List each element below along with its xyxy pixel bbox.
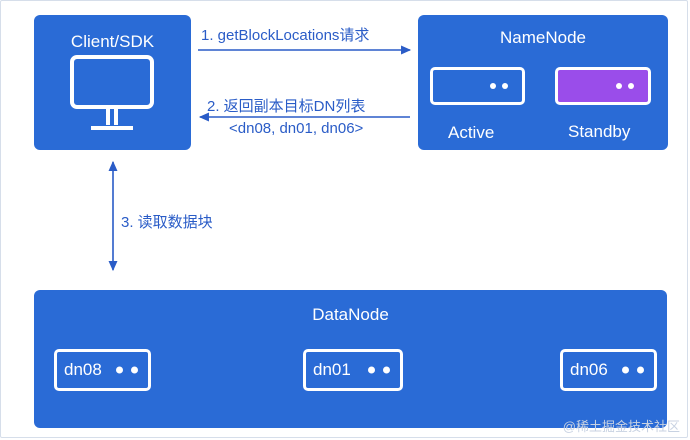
namenode-panel: NameNode Active Standby bbox=[418, 15, 668, 150]
client-sdk-panel: Client/SDK bbox=[34, 15, 191, 150]
indicator-dot-icon bbox=[637, 366, 644, 374]
client-sdk-title: Client/SDK bbox=[70, 32, 155, 51]
step2-label: 2. 返回副本目标DN列表 bbox=[207, 98, 366, 115]
indicator-dot-icon bbox=[628, 83, 634, 89]
indicator-dot-icon bbox=[502, 83, 508, 89]
watermark: @稀土掘金技术社区 bbox=[562, 419, 680, 434]
namenode-title: NameNode bbox=[500, 28, 586, 47]
indicator-dot-icon bbox=[368, 366, 375, 374]
datanode-server-dn08: dn08 bbox=[54, 349, 151, 391]
step1-label: 1. getBlockLocations请求 bbox=[201, 27, 370, 44]
datanode-title: DataNode bbox=[312, 305, 389, 324]
datanode-label: dn01 bbox=[313, 360, 351, 379]
active-server-icon bbox=[430, 67, 525, 105]
standby-label: Standby bbox=[568, 122, 631, 141]
datanode-label: dn08 bbox=[64, 360, 102, 379]
indicator-dot-icon bbox=[383, 366, 390, 374]
datanode-label: dn06 bbox=[570, 360, 608, 379]
datanode-panel: DataNode dn08 dn01 dn06 bbox=[34, 290, 667, 428]
indicator-dot-icon bbox=[490, 83, 496, 89]
monitor-icon bbox=[70, 55, 154, 130]
standby-server-icon bbox=[555, 67, 651, 105]
step3-label: 3. 读取数据块 bbox=[121, 214, 213, 231]
indicator-dot-icon bbox=[116, 366, 123, 374]
datanode-server-dn06: dn06 bbox=[560, 349, 657, 391]
indicator-dot-icon bbox=[622, 366, 629, 374]
datanode-server-dn01: dn01 bbox=[303, 349, 403, 391]
step2-datanode-list: <dn08, dn01, dn06> bbox=[229, 120, 364, 137]
indicator-dot-icon bbox=[616, 83, 622, 89]
indicator-dot-icon bbox=[131, 366, 138, 374]
active-label: Active bbox=[448, 123, 495, 142]
